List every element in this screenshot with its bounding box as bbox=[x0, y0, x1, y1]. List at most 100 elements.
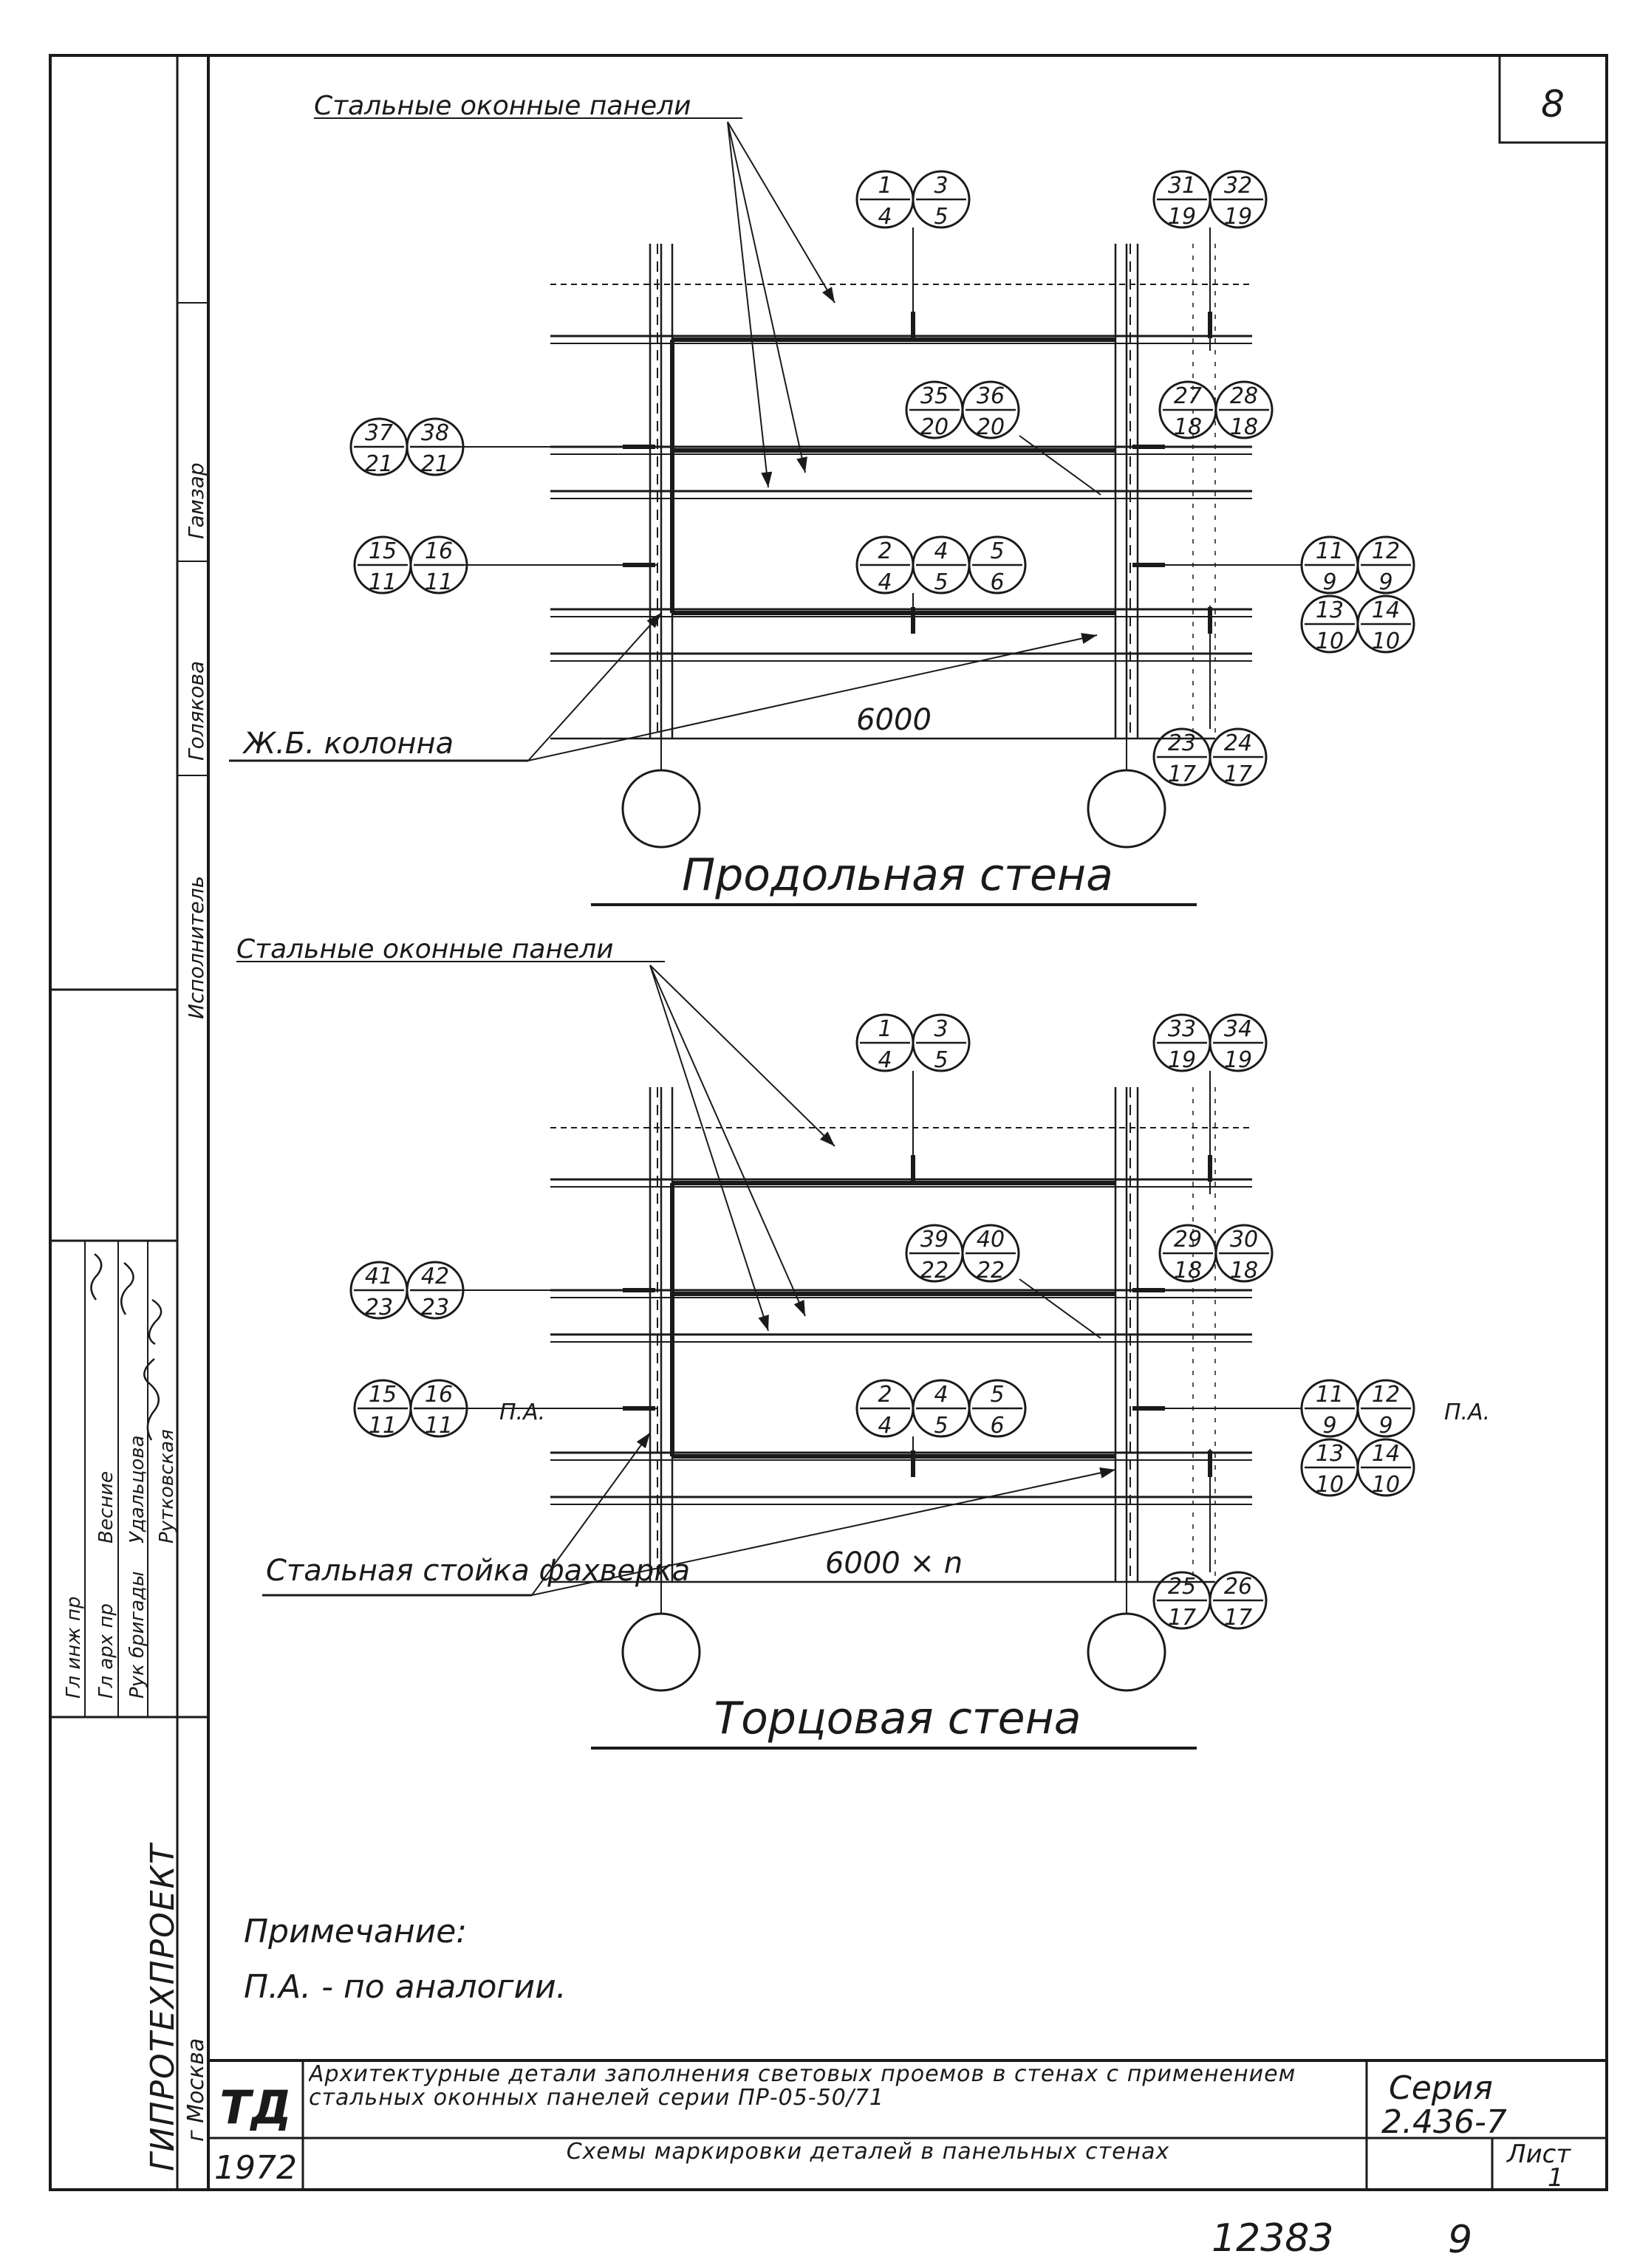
mark-bottom: 23 bbox=[421, 1295, 449, 1320]
mark-bottom: 22 bbox=[977, 1258, 1005, 1284]
bottom-page-number: 9 bbox=[1448, 2218, 1472, 2262]
mark-top: 16 bbox=[425, 1382, 453, 1408]
sidebar-name-3: Рутковская bbox=[156, 1429, 178, 1544]
mark-top: 1 bbox=[878, 1016, 892, 1042]
note-heading: Примечание: bbox=[244, 1913, 467, 1950]
mark-bottom: 20 bbox=[920, 414, 949, 440]
sheet-value: 1 bbox=[1548, 2163, 1564, 2193]
sidebar-org: ГИПРОТЕХПРОЕКТ bbox=[144, 1842, 182, 2171]
leader-line bbox=[727, 121, 835, 304]
mark-bottom: 4 bbox=[878, 204, 892, 230]
archive-number: 12383 bbox=[1211, 2216, 1333, 2261]
mark-bottom: 9 bbox=[1322, 569, 1336, 595]
note-text: П.А. - по аналогии. bbox=[244, 1968, 567, 2006]
mark-bottom: 11 bbox=[369, 1413, 397, 1439]
section-title: Торцовая стена bbox=[714, 1693, 1081, 1744]
title-description: Архитектурные детали заполнения световых… bbox=[309, 2063, 1296, 2111]
sidebar-role-1: Гл инж пр bbox=[63, 1597, 85, 1699]
mark-circle bbox=[1356, 595, 1415, 654]
mark-circle bbox=[1209, 1013, 1268, 1072]
dimension-text: 6000 bbox=[856, 703, 932, 737]
mark-circle bbox=[1356, 1438, 1415, 1497]
mark-top: 15 bbox=[369, 1382, 397, 1408]
mark-bubble: 14 bbox=[855, 170, 915, 230]
mark-bottom: 6 bbox=[990, 1413, 1004, 1439]
mark-bottom: 21 bbox=[421, 451, 449, 477]
mark-top: 2 bbox=[878, 1382, 892, 1408]
title-block bbox=[207, 2059, 1608, 2191]
sidebar-executors: Исполнитель bbox=[184, 876, 208, 1019]
leader-line bbox=[727, 121, 769, 488]
mark-bottom: 23 bbox=[365, 1295, 393, 1320]
arrow-head bbox=[636, 1433, 650, 1449]
arrow-head bbox=[761, 471, 773, 487]
mark-top: 35 bbox=[920, 383, 949, 409]
sidebar-city: г Москва bbox=[183, 2038, 209, 2142]
mark-top: 25 bbox=[1168, 1574, 1196, 1600]
mark-top: 15 bbox=[369, 538, 397, 564]
mark-top: 12 bbox=[1372, 1382, 1400, 1408]
sidebar-name-1: Весние bbox=[95, 1471, 117, 1544]
panels-label: Стальные оконные панели bbox=[236, 934, 614, 965]
post-label: Стальная стойка фахверка bbox=[266, 1554, 690, 1588]
mark-top: 13 bbox=[1316, 597, 1344, 623]
arrow-head bbox=[796, 456, 807, 473]
mark-bottom: 11 bbox=[425, 1413, 453, 1439]
mark-bottom: 21 bbox=[365, 451, 393, 477]
mark-bubble: 24 bbox=[855, 1379, 915, 1439]
mark-bottom: 18 bbox=[1174, 1258, 1202, 1284]
leader-line bbox=[649, 965, 806, 1317]
axis-circle bbox=[621, 769, 701, 849]
axis-circle bbox=[621, 1612, 701, 1692]
mark-top: 29 bbox=[1174, 1227, 1202, 1253]
mark-top: 40 bbox=[977, 1227, 1005, 1253]
mark-bubble: 119 bbox=[1300, 535, 1359, 595]
mark-bottom: 10 bbox=[1372, 1472, 1400, 1498]
mark-top: 38 bbox=[421, 420, 449, 446]
mark-bottom: 18 bbox=[1230, 1258, 1258, 1284]
mark-bottom: 20 bbox=[977, 414, 1005, 440]
mark-circle bbox=[961, 1224, 1020, 1283]
sidebar-grid bbox=[50, 55, 208, 2190]
arrow-head bbox=[819, 1131, 835, 1146]
mark-circle bbox=[968, 1379, 1027, 1438]
mark-bottom: 19 bbox=[1224, 204, 1252, 230]
arrow-head bbox=[758, 1315, 769, 1331]
mark-bottom: 17 bbox=[1224, 761, 1252, 787]
mark-bottom: 4 bbox=[878, 569, 892, 595]
mark-top: 16 bbox=[425, 538, 453, 564]
mark-bubble: 129 bbox=[1356, 535, 1415, 595]
sidebar-name-2: Удальцова bbox=[126, 1435, 148, 1544]
mark-bottom: 5 bbox=[934, 1413, 948, 1439]
leader-line bbox=[649, 965, 769, 1332]
mark-top: 34 bbox=[1224, 1016, 1252, 1042]
mark-top: 28 bbox=[1230, 383, 1258, 409]
mark-bottom: 6 bbox=[990, 569, 1004, 595]
leader-line bbox=[727, 121, 806, 473]
mark-top: 37 bbox=[365, 420, 393, 446]
sidebar-executor-2: Гамзар bbox=[184, 462, 208, 539]
section-title: Продольная стена bbox=[682, 849, 1113, 901]
mark-circle bbox=[1356, 1379, 1415, 1438]
mark-top: 4 bbox=[934, 1382, 948, 1408]
leader-line bbox=[649, 965, 835, 1147]
panels-label: Стальные оконные панели bbox=[314, 91, 691, 121]
